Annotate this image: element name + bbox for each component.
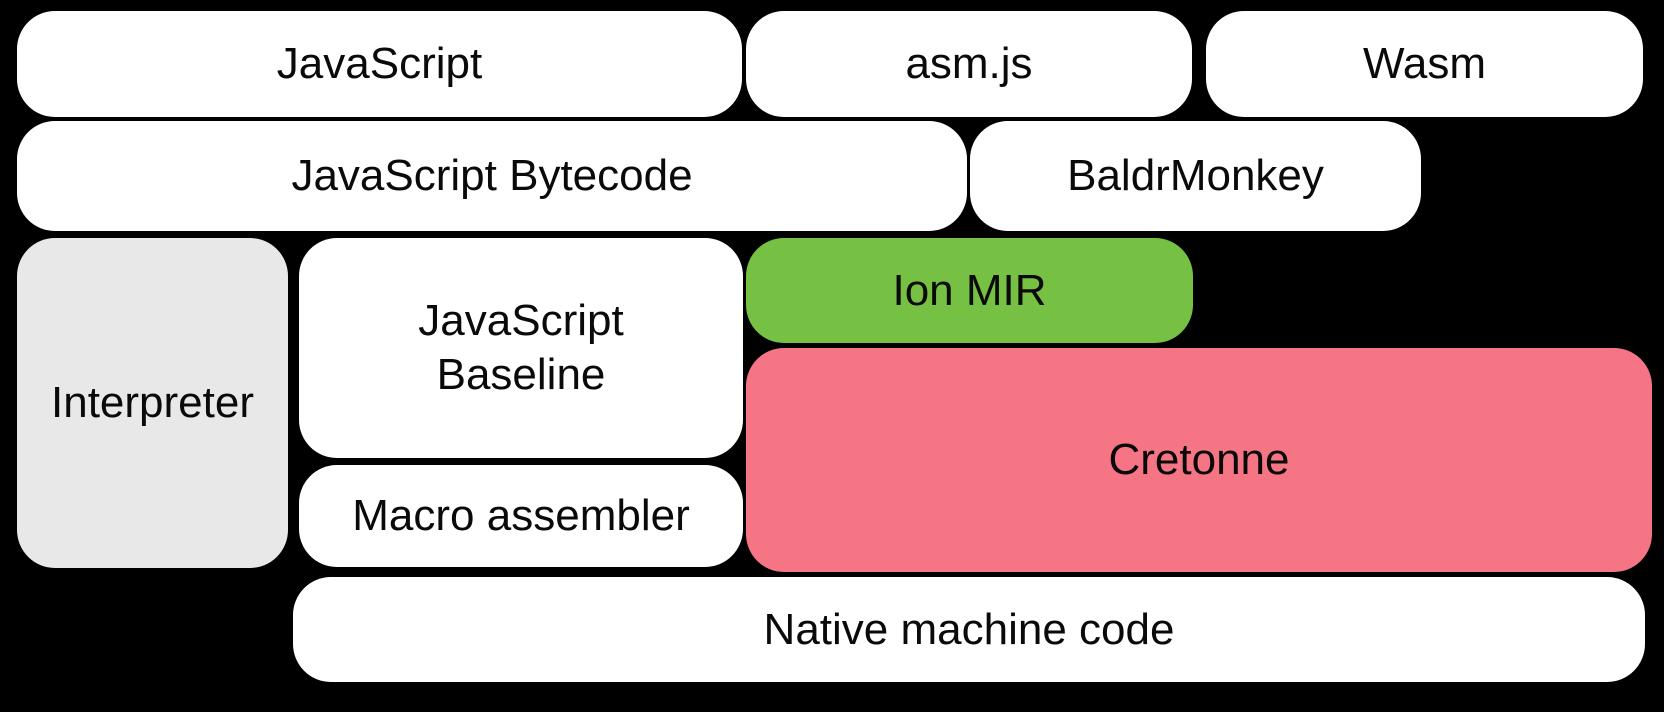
- block-cretonne: Cretonne: [746, 348, 1652, 572]
- block-asmjs: asm.js: [746, 11, 1192, 117]
- block-interpreter: Interpreter: [17, 238, 288, 568]
- block-native-machine-code: Native machine code: [293, 577, 1645, 682]
- block-baldrmonkey: BaldrMonkey: [970, 121, 1421, 231]
- block-javascript-baseline: JavaScript Baseline: [299, 238, 743, 458]
- block-javascript: JavaScript: [17, 11, 742, 117]
- block-wasm: Wasm: [1206, 11, 1643, 117]
- block-macro-assembler: Macro assembler: [299, 465, 743, 567]
- block-javascript-bytecode: JavaScript Bytecode: [17, 121, 967, 231]
- block-ion-mir: Ion MIR: [746, 238, 1193, 343]
